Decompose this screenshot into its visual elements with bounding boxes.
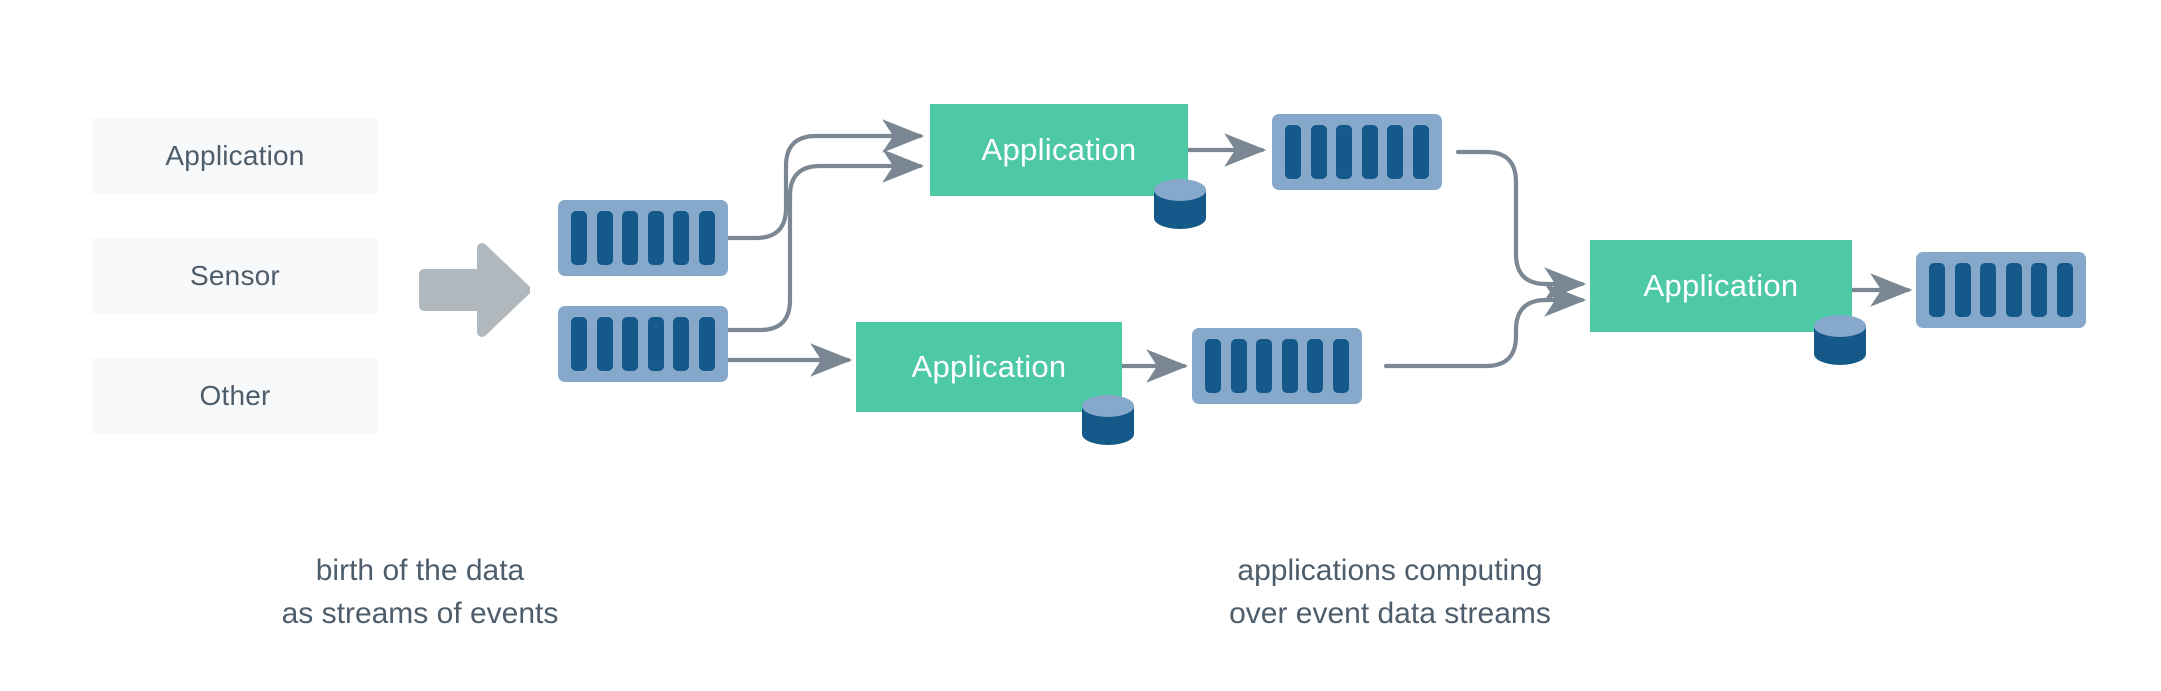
stream-bar	[1205, 339, 1221, 393]
source-box-other[interactable]: Other	[92, 358, 378, 434]
stream-box-final-output[interactable]	[1916, 252, 2086, 328]
stream-bar	[673, 317, 690, 371]
database-cylinder-icon	[1812, 314, 1868, 366]
application-box-bottom[interactable]: Application	[856, 322, 1122, 412]
stream-bar	[1361, 125, 1378, 179]
stream-bar	[1954, 263, 1971, 317]
stream-bar	[2031, 263, 2048, 317]
source-box-sensor[interactable]: Sensor	[92, 238, 378, 314]
stream-bar	[1307, 339, 1324, 393]
stream-bar	[1230, 339, 1247, 393]
stream-bar	[571, 211, 587, 265]
stream-bar	[571, 317, 587, 371]
stream-bar	[2005, 263, 2022, 317]
stream-box-bottom-output[interactable]	[1192, 328, 1362, 404]
caption-line-1: applications computing	[1237, 554, 1543, 587]
application-label: Application	[911, 349, 1067, 384]
stream-bar	[596, 317, 613, 371]
stream-bar	[1929, 263, 1945, 317]
stream-bar	[698, 211, 715, 265]
stream-bar	[647, 317, 664, 371]
stream-bar	[1980, 263, 1997, 317]
caption-right: applications computing over event data s…	[1120, 550, 1660, 635]
application-label: Application	[981, 132, 1137, 167]
stream-bar	[647, 211, 664, 265]
application-box-final[interactable]: Application	[1590, 240, 1852, 332]
caption-line-2: as streams of events	[281, 596, 559, 630]
stream-bar	[698, 317, 715, 371]
stream-bar	[1332, 339, 1349, 393]
caption-line-2: over event data streams	[1229, 596, 1551, 630]
source-label: Sensor	[190, 260, 280, 291]
stream-bar	[673, 211, 690, 265]
application-label: Application	[1643, 268, 1799, 303]
stream-bar	[622, 317, 639, 371]
stream-bar	[1285, 125, 1301, 179]
right-arrow-icon	[418, 243, 531, 337]
caption-left: birth of the data as streams of events	[160, 550, 680, 635]
database-cylinder-icon	[1152, 178, 1208, 230]
stream-bar	[1310, 125, 1327, 179]
stream-bar	[596, 211, 613, 265]
stream-box-source-top[interactable]	[558, 200, 728, 276]
stream-bar	[1387, 125, 1404, 179]
stream-box-source-bottom[interactable]	[558, 306, 728, 382]
source-box-application[interactable]: Application	[92, 118, 378, 194]
stream-bar	[1412, 125, 1429, 179]
application-box-top[interactable]: Application	[930, 104, 1188, 196]
source-label: Other	[199, 380, 271, 411]
stream-bar	[1256, 339, 1273, 393]
source-label: Application	[165, 140, 305, 171]
stream-bar	[1336, 125, 1353, 179]
stream-box-top-output[interactable]	[1272, 114, 1442, 190]
database-cylinder-icon	[1080, 394, 1136, 446]
stream-bar	[1281, 339, 1298, 393]
stream-bar	[622, 211, 639, 265]
caption-line-1: birth of the data	[315, 554, 525, 587]
stream-bar	[2056, 263, 2073, 317]
